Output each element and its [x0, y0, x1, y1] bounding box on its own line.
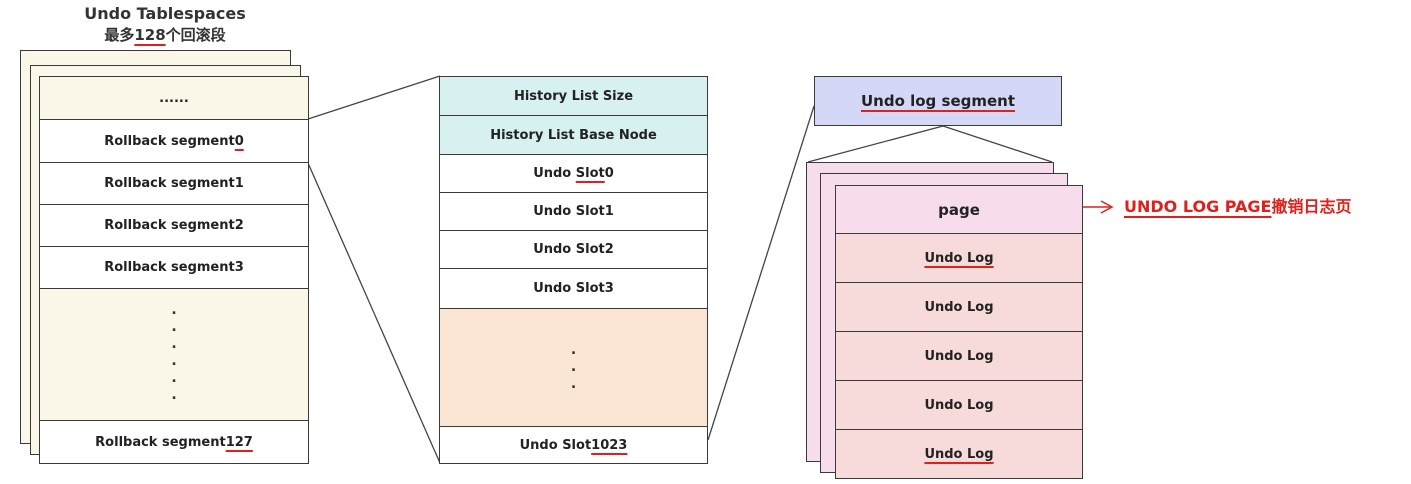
annotation-zh: 撤销日志页	[1271, 197, 1352, 216]
segment-label: Rollback segment	[104, 260, 235, 275]
segment-label: Rollback segment	[104, 133, 235, 149]
slot-prefix: Undo	[533, 281, 572, 296]
history-list-size: History List Size	[439, 76, 708, 116]
zoom-line-slot-top	[707, 105, 815, 441]
undo-log-5[interactable]: Undo Log	[835, 429, 1083, 479]
tablespace-top-ellipsis: ......	[39, 76, 309, 120]
slot-prefix: Undo	[533, 204, 572, 219]
segment-fan-right	[942, 125, 1053, 163]
subtitle-number: 128	[134, 26, 166, 44]
zoom-line-bottom	[307, 162, 441, 464]
undo-log-1[interactable]: Undo Log	[835, 233, 1083, 283]
segment-fan-left	[807, 125, 944, 163]
slot-prefix: Undo	[533, 166, 572, 181]
history-list-base-node: History List Base Node	[439, 115, 708, 155]
undo-log-label: Undo Log	[924, 446, 994, 462]
segment-title-text: Undo log segment	[860, 92, 1016, 110]
slot-word: Slot	[575, 166, 605, 181]
annotation-en: UNDO LOG PAGE	[1124, 197, 1272, 216]
undo-log-page-annotation: UNDO LOG PAGE撤销日志页	[1124, 193, 1404, 219]
zoom-line-top	[307, 75, 441, 120]
tablespaces-title: Undo Tablespaces	[84, 4, 246, 23]
slot-number: 0	[604, 166, 614, 181]
segment-number: 3	[234, 260, 244, 275]
slot-word: Slot	[575, 204, 605, 219]
slot-prefix: Undo	[533, 242, 572, 257]
undo-log-3[interactable]: Undo Log	[835, 331, 1083, 381]
undo-log-label: Undo Log	[924, 397, 994, 413]
slot-number: 3	[604, 281, 614, 296]
undo-log-label: Undo Log	[924, 299, 994, 315]
segment-label: Rollback segment	[104, 218, 235, 233]
undo-log-2[interactable]: Undo Log	[835, 282, 1083, 332]
tablespace-vertical-ellipsis: ......	[171, 301, 177, 403]
slot-number: 2	[604, 242, 614, 257]
subtitle-prefix: 最多	[104, 26, 135, 44]
page-label: page	[938, 200, 980, 219]
undo-log-label: Undo Log	[924, 250, 994, 266]
subtitle-suffix: 个回滚段	[165, 26, 226, 44]
tablespaces-subtitle: 最多128个回滚段	[60, 24, 270, 45]
segment-number: 1	[234, 176, 244, 191]
segment-number: 0	[234, 133, 244, 149]
slot-word: Slot	[575, 242, 605, 257]
undo-log-label: Undo Log	[924, 348, 994, 364]
slot-filler-ellipsis: ...	[439, 308, 708, 427]
segment-number: 2	[234, 218, 244, 233]
undo-log-4[interactable]: Undo Log	[835, 380, 1083, 430]
segment-number: 127	[225, 434, 253, 450]
slot-label: Undo Slot	[519, 437, 592, 453]
slot-number: 1	[604, 204, 614, 219]
segment-label: Rollback segment	[95, 434, 226, 450]
page-header[interactable]: page	[835, 185, 1083, 234]
slot-number: 1023	[591, 437, 628, 453]
segment-label: Rollback segment	[104, 176, 235, 191]
slot-word: Slot	[575, 281, 605, 296]
annotation-arrow-head	[1100, 200, 1114, 214]
undo-log-segment-title[interactable]: Undo log segment	[814, 76, 1062, 126]
